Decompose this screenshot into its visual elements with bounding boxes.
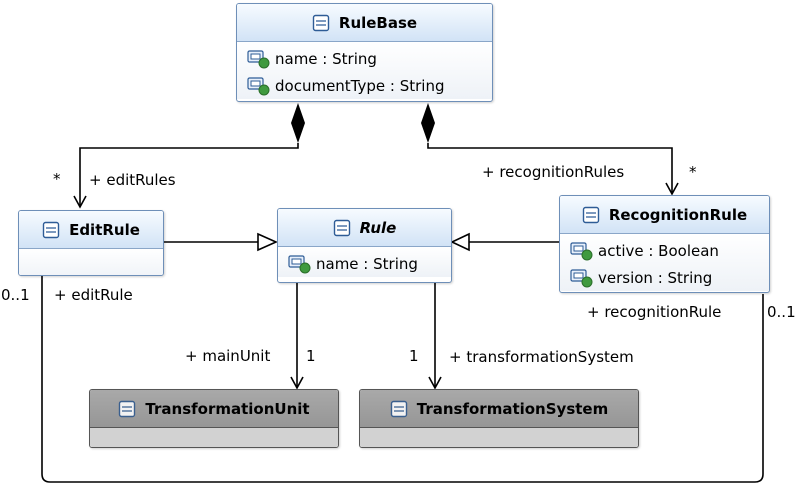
class-recognitionrule[interactable]: RecognitionRule active : Boolean version… (559, 195, 770, 293)
recognition-rule-multiplicity: 0..1 (767, 303, 795, 321)
attribute-label: name : String (316, 254, 418, 273)
class-transformationsystem-header: TransformationSystem (360, 390, 638, 428)
transformation-system-multiplicity: 1 (409, 347, 419, 365)
class-name: EditRule (69, 220, 140, 239)
attribute-icon (288, 254, 311, 273)
class-rulebase[interactable]: RuleBase name : String documentType : St… (236, 3, 493, 102)
class-icon (333, 219, 350, 236)
class-editrule-header: EditRule (19, 211, 163, 249)
class-icon (42, 221, 60, 238)
recognition-rule-role: + recognitionRule (587, 303, 722, 321)
class-icon (582, 206, 600, 223)
class-transformationunit[interactable]: TransformationUnit (89, 389, 339, 448)
attribute-icon (247, 76, 270, 95)
association-edit-rules (73, 143, 299, 209)
class-icon (312, 14, 330, 31)
class-transformationunit-attributes (90, 428, 338, 447)
composition-diamond-right (421, 103, 435, 143)
attribute[interactable]: version : String (560, 264, 769, 291)
transformation-system-role: + transformationSystem (449, 348, 634, 366)
attribute-label: name : String (275, 49, 377, 68)
class-name: TransformationSystem (416, 399, 609, 418)
class-rulebase-header: RuleBase (237, 4, 492, 42)
composition-diamond-left (291, 103, 305, 143)
edit-rules-multiplicity: * (53, 170, 61, 188)
recognition-rules-multiplicity: * (689, 163, 697, 181)
generalization-recognitionrule-triangle (450, 232, 470, 252)
class-rulebase-attributes: name : String documentType : String (237, 42, 492, 99)
attribute-label: documentType : String (275, 76, 445, 95)
attribute-label: active : Boolean (598, 241, 719, 260)
attribute[interactable]: name : String (237, 45, 492, 72)
class-recognitionrule-header: RecognitionRule (560, 196, 769, 234)
attribute-label: version : String (598, 268, 713, 287)
generalization-editrule-triangle (257, 232, 278, 252)
attribute-icon (570, 268, 593, 287)
class-icon (119, 400, 136, 417)
attribute-icon (570, 241, 593, 260)
edit-rules-role: + editRules (89, 171, 176, 189)
class-name: TransformationUnit (145, 399, 310, 418)
class-editrule-attributes (19, 249, 163, 275)
main-unit-multiplicity: 1 (306, 347, 316, 365)
class-rule-attributes: name : String (278, 247, 451, 277)
class-transformationunit-header: TransformationUnit (90, 390, 338, 428)
class-recognitionrule-attributes: active : Boolean version : String (560, 234, 769, 291)
class-rule[interactable]: Rule name : String (277, 208, 452, 283)
attribute[interactable]: name : String (278, 250, 451, 277)
class-icon (390, 400, 407, 417)
recognition-rules-role: + recognitionRules (482, 163, 625, 181)
edit-rule-role: + editRule (54, 286, 133, 304)
class-name: RuleBase (338, 13, 418, 32)
main-unit-role: + mainUnit (185, 347, 271, 365)
class-name: RecognitionRule (608, 205, 748, 224)
edit-rule-multiplicity: 0..1 (1, 286, 30, 304)
association-edit-recognition (41, 276, 764, 483)
class-transformationsystem-attributes (360, 428, 638, 447)
attribute-icon (247, 49, 270, 68)
attribute[interactable]: documentType : String (237, 72, 492, 99)
attribute[interactable]: active : Boolean (560, 237, 769, 264)
association-recognition-rules (427, 143, 679, 196)
class-transformationsystem[interactable]: TransformationSystem (359, 389, 639, 448)
class-rule-header: Rule (278, 209, 451, 247)
class-name: Rule (359, 218, 397, 237)
class-editrule[interactable]: EditRule (18, 210, 164, 276)
